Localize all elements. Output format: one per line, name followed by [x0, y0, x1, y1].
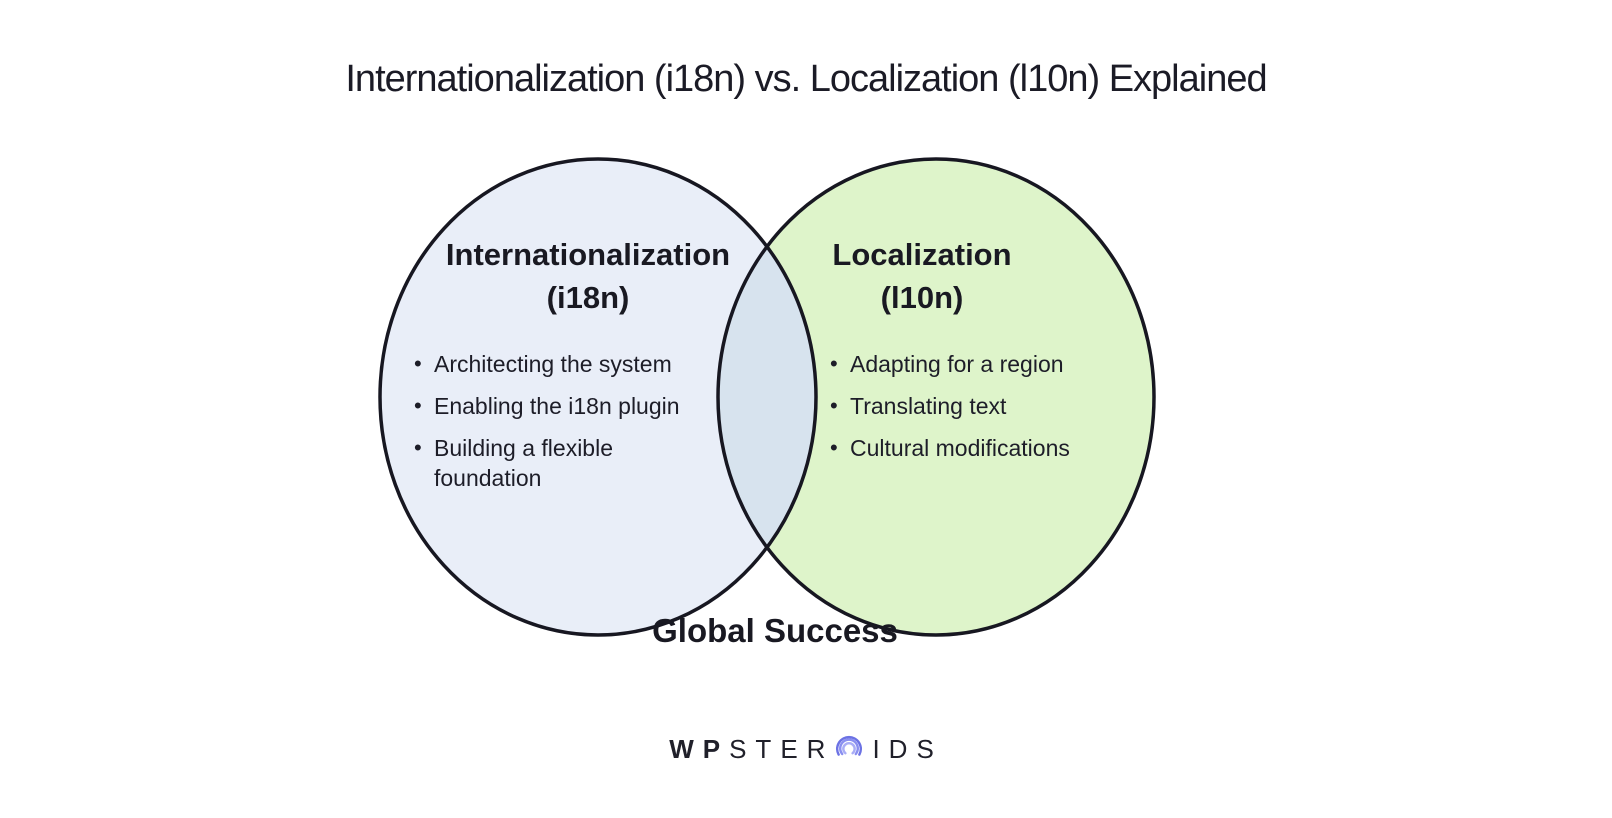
right-circle-heading-line2: (l10n) — [880, 279, 964, 315]
arc-outer — [836, 735, 863, 756]
list-item: Translating text — [828, 392, 1128, 421]
right-circle-heading: Localization (l10n) — [742, 234, 1102, 320]
left-circle-bullets: Architecting the system Enabling the i18… — [412, 350, 692, 506]
right-circle-heading-line1: Localization — [832, 237, 1012, 272]
left-circle-outline — [378, 157, 818, 637]
list-item: Adapting for a region — [828, 350, 1128, 379]
arc-inner — [842, 742, 857, 755]
arc-middle — [839, 738, 860, 756]
brand-logo-mid: STER — [729, 734, 835, 764]
left-circle-heading-line1: Internationalization — [445, 237, 731, 272]
concentric-arcs-icon — [832, 730, 866, 771]
page-title: Internationalization (i18n) vs. Localiza… — [345, 58, 1267, 100]
left-circle-heading-line2: (i18n) — [546, 279, 630, 315]
right-circle-bullets: Adapting for a region Translating text C… — [828, 350, 1128, 477]
list-item: Cultural modifications — [828, 434, 1128, 463]
venn-caption: Global Success — [652, 612, 898, 649]
list-item: Enabling the i18n plugin — [412, 392, 692, 421]
list-item: Building a flexible foundation — [412, 434, 692, 492]
list-item: Architecting the system — [412, 350, 692, 379]
brand-logo-suffix: IDS — [872, 734, 943, 764]
right-circle-outline — [716, 157, 1156, 637]
brand-logo-prefix: WP — [669, 734, 730, 764]
left-circle-heading: Internationalization (i18n) — [408, 234, 768, 320]
